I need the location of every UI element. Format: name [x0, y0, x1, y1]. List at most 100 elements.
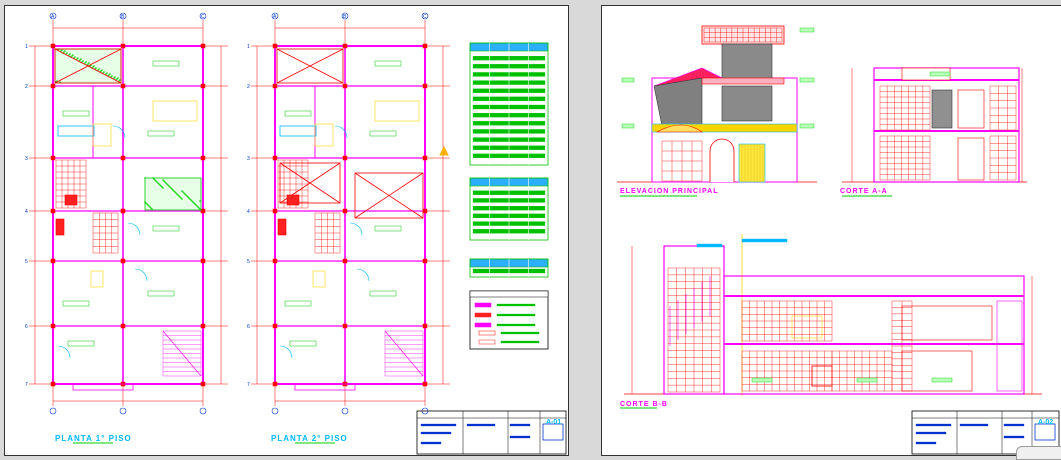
hatch-dot [177, 194, 179, 196]
hatch-dot [165, 182, 167, 184]
hatch-dot [113, 77, 115, 79]
hatch-dot [195, 204, 197, 206]
level-tag [621, 77, 635, 83]
hatch-dot [169, 186, 171, 188]
void-x [54, 48, 122, 84]
hatch-dot [93, 65, 95, 67]
axis-bubble [271, 407, 279, 415]
elevation-title: ELEVACION PRINCIPAL [620, 188, 719, 195]
hatch-dot [199, 200, 201, 202]
door-swing [334, 125, 348, 139]
hatch-dot [84, 62, 86, 64]
hatch-dot [168, 185, 170, 187]
exterior-wall [52, 45, 204, 385]
hatch-dot [185, 194, 187, 196]
room-label-box [369, 290, 397, 297]
room-label-box [369, 130, 397, 137]
column [200, 323, 206, 329]
column [50, 155, 56, 161]
plan-title-2: PLANTA 2° PISO [271, 434, 348, 443]
legend-text [496, 303, 536, 307]
counter [57, 125, 95, 137]
sheet-sections: ELEVACION PRINCIPAL CORTE A-A CORTE B-B … [601, 5, 1061, 456]
axis-letter: A [273, 14, 277, 20]
patio-hatch [144, 177, 202, 211]
room-label-box [67, 340, 95, 347]
hatch-dot [68, 54, 70, 56]
hatch-dot [103, 71, 105, 73]
column [200, 155, 206, 161]
hatch-dot [72, 54, 74, 56]
hatch-dot [148, 205, 150, 207]
upper-window-dark [721, 43, 773, 81]
hatch-dot [117, 77, 119, 79]
hatch-dot [164, 181, 166, 183]
hatch-dot [186, 195, 188, 197]
dark-panel [931, 89, 953, 129]
hatch-dot [184, 193, 186, 195]
column [422, 83, 428, 89]
hatch-dot [190, 199, 192, 201]
title-block-text [959, 423, 989, 427]
column [272, 43, 278, 49]
hatch-dot [179, 196, 181, 198]
column [272, 155, 278, 161]
level-tag [799, 77, 815, 83]
hatch-dot [106, 72, 108, 74]
hatch-dot [69, 53, 71, 55]
door-swing [57, 345, 71, 359]
column [342, 83, 348, 89]
axis-number: 6 [25, 324, 28, 330]
sheet-code-label: A-01 [546, 419, 562, 426]
room-label-box [62, 110, 90, 117]
axis-number: 7 [247, 382, 250, 388]
column [272, 208, 278, 214]
hatch-dot [153, 178, 155, 180]
axis-number: 4 [25, 209, 28, 215]
room-label-box [289, 340, 317, 347]
axis-letter: C [201, 14, 205, 20]
column [200, 381, 206, 387]
appliance [55, 218, 65, 236]
hatch-dot [172, 189, 174, 191]
column [120, 208, 126, 214]
title-block-text [420, 423, 457, 427]
appliance [277, 218, 287, 236]
sheet-code-box [1034, 423, 1056, 441]
level-tag [931, 377, 953, 383]
hatch-dot [158, 183, 160, 185]
hatch-dot [157, 182, 159, 184]
legend-box [469, 290, 549, 350]
column [200, 43, 206, 49]
column [120, 43, 126, 49]
axis-letter: C [423, 14, 427, 20]
hatch-dot [95, 67, 97, 69]
room-label-box [147, 130, 175, 137]
hatch-dot [80, 58, 82, 60]
laundry-tile [314, 212, 341, 254]
door-swing [127, 222, 141, 236]
axis-number: 6 [247, 324, 250, 330]
hatch-dot [189, 198, 191, 200]
hatch-dot [196, 205, 198, 207]
axis-number: 2 [25, 84, 28, 90]
door [957, 137, 985, 181]
level-tag [856, 377, 878, 383]
hatch-dot [146, 203, 148, 205]
door-swing [356, 268, 370, 282]
door [957, 89, 985, 129]
hatch-dot [182, 191, 184, 193]
counter [279, 125, 317, 137]
axis-bubble [271, 12, 279, 20]
title-block-text [420, 431, 452, 435]
title-block-text [1003, 423, 1025, 427]
cabinet [791, 315, 823, 339]
column [272, 381, 278, 387]
door-mark [811, 365, 833, 387]
hatch-dot [119, 79, 121, 81]
axis-bubble [49, 12, 57, 20]
hatch-dot [74, 56, 76, 58]
column [50, 43, 56, 49]
washer [312, 270, 326, 288]
hatch-dot [199, 208, 201, 210]
